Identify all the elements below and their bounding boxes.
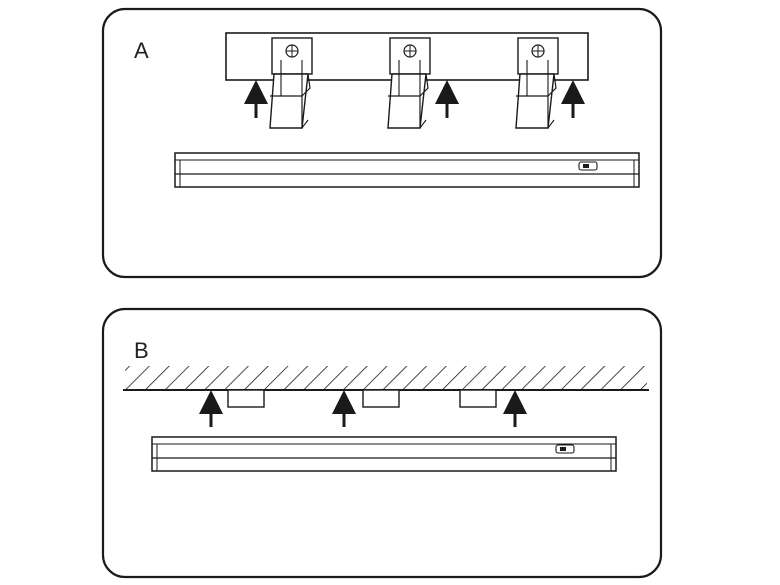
panel-b-frame	[101, 307, 663, 579]
ceiling-hatch	[125, 366, 647, 390]
panel-a: A	[101, 7, 663, 279]
mounting-clip	[269, 37, 313, 129]
panel-b: B	[101, 307, 663, 579]
panel-a-frame	[101, 7, 663, 279]
led-light-bar	[151, 436, 617, 472]
mounting-clip	[387, 37, 431, 129]
mounting-clip	[227, 389, 265, 408]
panel-b-label: B	[134, 338, 149, 363]
mounting-clip	[515, 37, 559, 129]
led-light-bar	[174, 152, 640, 188]
mounting-clip	[459, 389, 497, 408]
mounting-clip	[362, 389, 400, 408]
panel-a-label: A	[134, 38, 149, 63]
